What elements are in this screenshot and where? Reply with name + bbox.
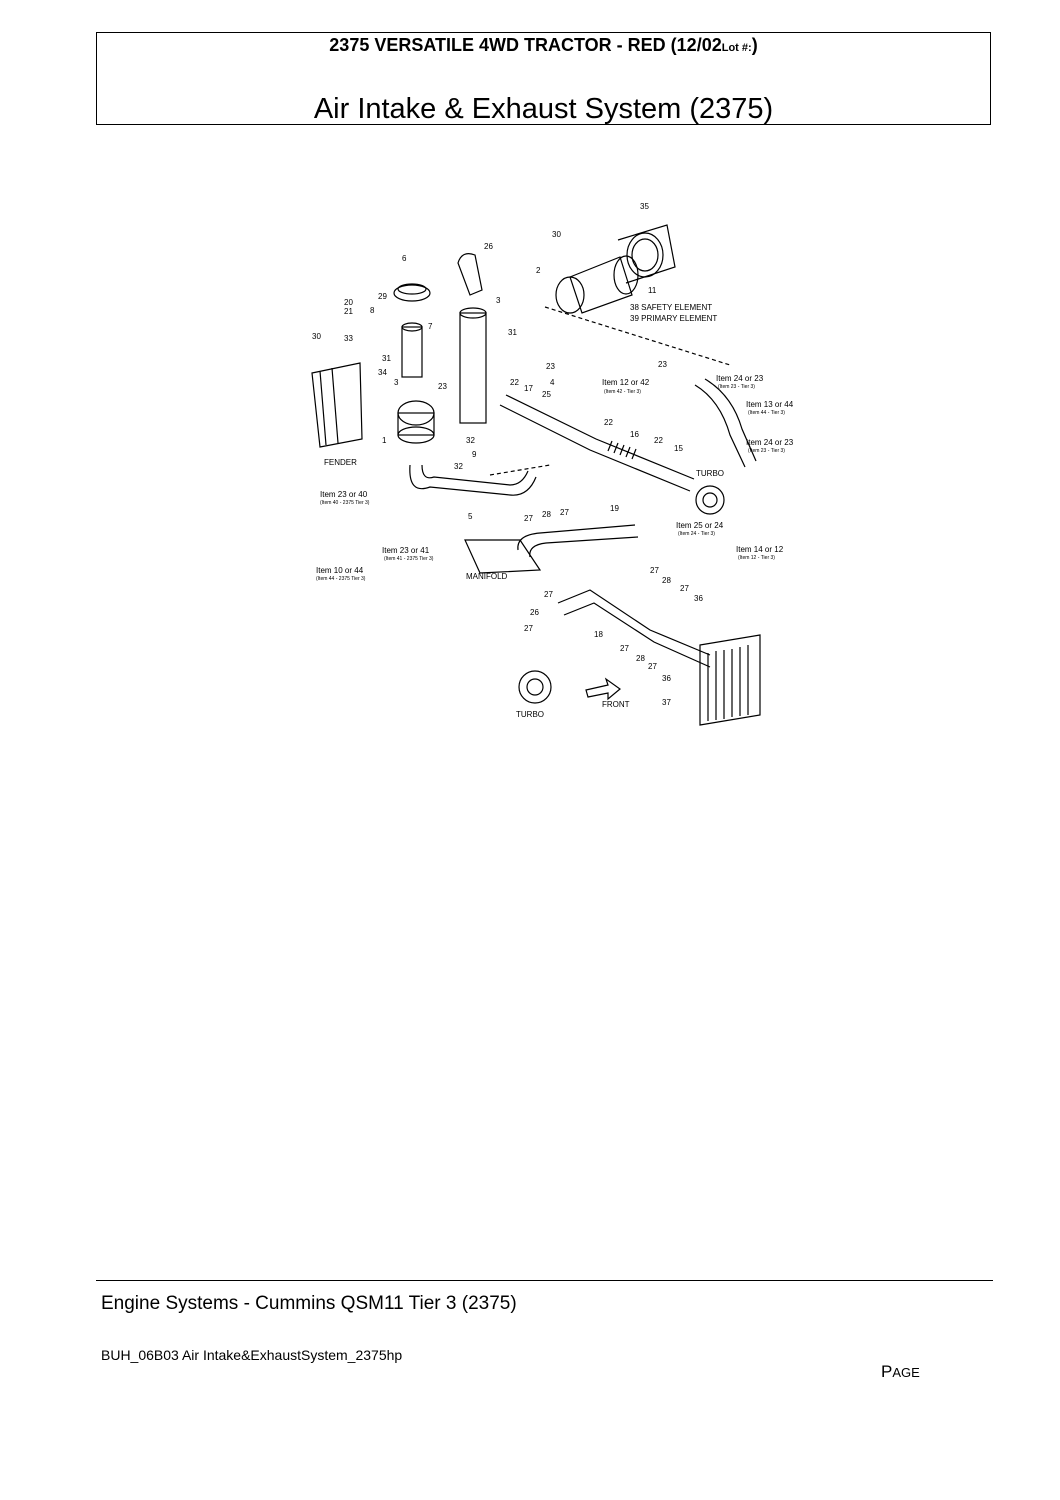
svg-text:36: 36 [662, 674, 671, 683]
svg-text:Item 23 or 40: Item 23 or 40 [320, 490, 368, 499]
svg-text:TURBO: TURBO [696, 469, 724, 478]
svg-text:3: 3 [394, 378, 399, 387]
svg-text:36: 36 [694, 594, 703, 603]
svg-text:31: 31 [382, 354, 391, 363]
svg-text:4: 4 [550, 378, 555, 387]
svg-text:16: 16 [630, 430, 639, 439]
svg-text:32: 32 [466, 436, 475, 445]
svg-text:(Item 44 - 2375 Tier 3): (Item 44 - 2375 Tier 3) [316, 576, 366, 582]
svg-text:28: 28 [636, 654, 645, 663]
svg-text:2: 2 [536, 266, 541, 275]
svg-text:(Item 44 - Tier 3): (Item 44 - Tier 3) [748, 410, 785, 416]
svg-text:FRONT: FRONT [602, 700, 630, 709]
svg-text:MANIFOLD: MANIFOLD [466, 572, 508, 581]
svg-text:30: 30 [552, 230, 561, 239]
svg-text:FENDER: FENDER [324, 458, 357, 467]
svg-text:23: 23 [546, 362, 555, 371]
page-label-initial: P [881, 1362, 893, 1381]
svg-text:9: 9 [472, 450, 477, 459]
svg-text:28: 28 [542, 510, 551, 519]
svg-text:20: 20 [344, 298, 353, 307]
footer-section-title: Engine Systems - Cummins QSM11 Tier 3 (2… [101, 1293, 517, 1314]
svg-text:27: 27 [648, 662, 657, 671]
svg-text:6: 6 [402, 254, 407, 263]
footer-file-name: BUH_06B03 Air Intake&ExhaustSystem_2375h… [101, 1347, 403, 1363]
svg-text:18: 18 [594, 630, 603, 639]
svg-text:27: 27 [524, 514, 533, 523]
svg-text:(Item 41 - 2375 Tier 3): (Item 41 - 2375 Tier 3) [384, 556, 434, 562]
footer-rule [96, 1280, 993, 1281]
svg-text:1: 1 [382, 436, 387, 445]
svg-text:Item 23 or 41: Item 23 or 41 [382, 546, 430, 555]
svg-text:Item 13 or 44: Item 13 or 44 [746, 400, 794, 409]
svg-text:31: 31 [508, 328, 517, 337]
lot-label: Lot #: [721, 42, 752, 54]
svg-text:19: 19 [610, 504, 619, 513]
svg-text:Item 12 or 42: Item 12 or 42 [602, 378, 650, 387]
svg-text:Item 24 or 23: Item 24 or 23 [716, 374, 764, 383]
svg-text:22: 22 [604, 418, 613, 427]
svg-text:27: 27 [524, 624, 533, 633]
svg-text:39 PRIMARY ELEMENT: 39 PRIMARY ELEMENT [630, 314, 717, 323]
svg-text:25: 25 [542, 390, 551, 399]
close-paren: ) [751, 35, 758, 55]
svg-text:15: 15 [674, 444, 683, 453]
svg-text:28: 28 [662, 576, 671, 585]
svg-text:Item 14 or 12: Item 14 or 12 [736, 545, 784, 554]
model-title-text: 2375 VERSATILE 4WD TRACTOR - RED (12/02 [329, 35, 722, 55]
svg-text:23: 23 [658, 360, 667, 369]
svg-text:37: 37 [662, 698, 671, 707]
svg-text:27: 27 [620, 644, 629, 653]
svg-text:3: 3 [496, 296, 501, 305]
svg-text:(Item 24 - Tier 3): (Item 24 - Tier 3) [678, 531, 715, 537]
svg-text:Item 25 or 24: Item 25 or 24 [676, 521, 724, 530]
svg-text:22: 22 [654, 436, 663, 445]
svg-text:(Item 42 - Tier 3): (Item 42 - Tier 3) [604, 389, 641, 395]
svg-text:Item 10 or 44: Item 10 or 44 [316, 566, 364, 575]
svg-text:35: 35 [640, 202, 649, 211]
svg-text:(Item 40 - 2375 Tier 3): (Item 40 - 2375 Tier 3) [320, 500, 370, 506]
page-label-rest: AGE [892, 1365, 920, 1380]
svg-text:26: 26 [530, 608, 539, 617]
model-title: 2375 VERSATILE 4WD TRACTOR - RED (12/02L… [97, 35, 990, 56]
svg-text:27: 27 [650, 566, 659, 575]
svg-text:23: 23 [438, 382, 447, 391]
svg-text:5: 5 [468, 512, 473, 521]
svg-text:27: 27 [560, 508, 569, 517]
svg-text:26: 26 [484, 242, 493, 251]
svg-text:21: 21 [344, 307, 353, 316]
svg-text:32: 32 [454, 462, 463, 471]
svg-text:7: 7 [428, 322, 433, 331]
svg-text:8: 8 [370, 306, 375, 315]
svg-text:22: 22 [510, 378, 519, 387]
footer-page-label: PAGE [881, 1362, 920, 1382]
svg-text:27: 27 [544, 590, 553, 599]
svg-text:TURBO: TURBO [516, 710, 544, 719]
svg-text:17: 17 [524, 384, 533, 393]
svg-text:(Item 12 - Tier 3): (Item 12 - Tier 3) [738, 555, 775, 561]
svg-text:(Item 23 - Tier 3): (Item 23 - Tier 3) [718, 384, 755, 390]
svg-text:30: 30 [312, 332, 321, 341]
svg-text:29: 29 [378, 292, 387, 301]
svg-text:Item 24 or 23: Item 24 or 23 [746, 438, 794, 447]
svg-text:38 SAFETY ELEMENT: 38 SAFETY ELEMENT [630, 303, 712, 312]
svg-text:11: 11 [648, 286, 657, 295]
section-title: Air Intake & Exhaust System (2375) [313, 93, 774, 125]
svg-text:27: 27 [680, 584, 689, 593]
svg-text:33: 33 [344, 334, 353, 343]
header-box: 2375 VERSATILE 4WD TRACTOR - RED (12/02L… [96, 32, 991, 125]
svg-text:34: 34 [378, 368, 387, 377]
svg-text:(Item 23 - Tier 3): (Item 23 - Tier 3) [748, 448, 785, 454]
